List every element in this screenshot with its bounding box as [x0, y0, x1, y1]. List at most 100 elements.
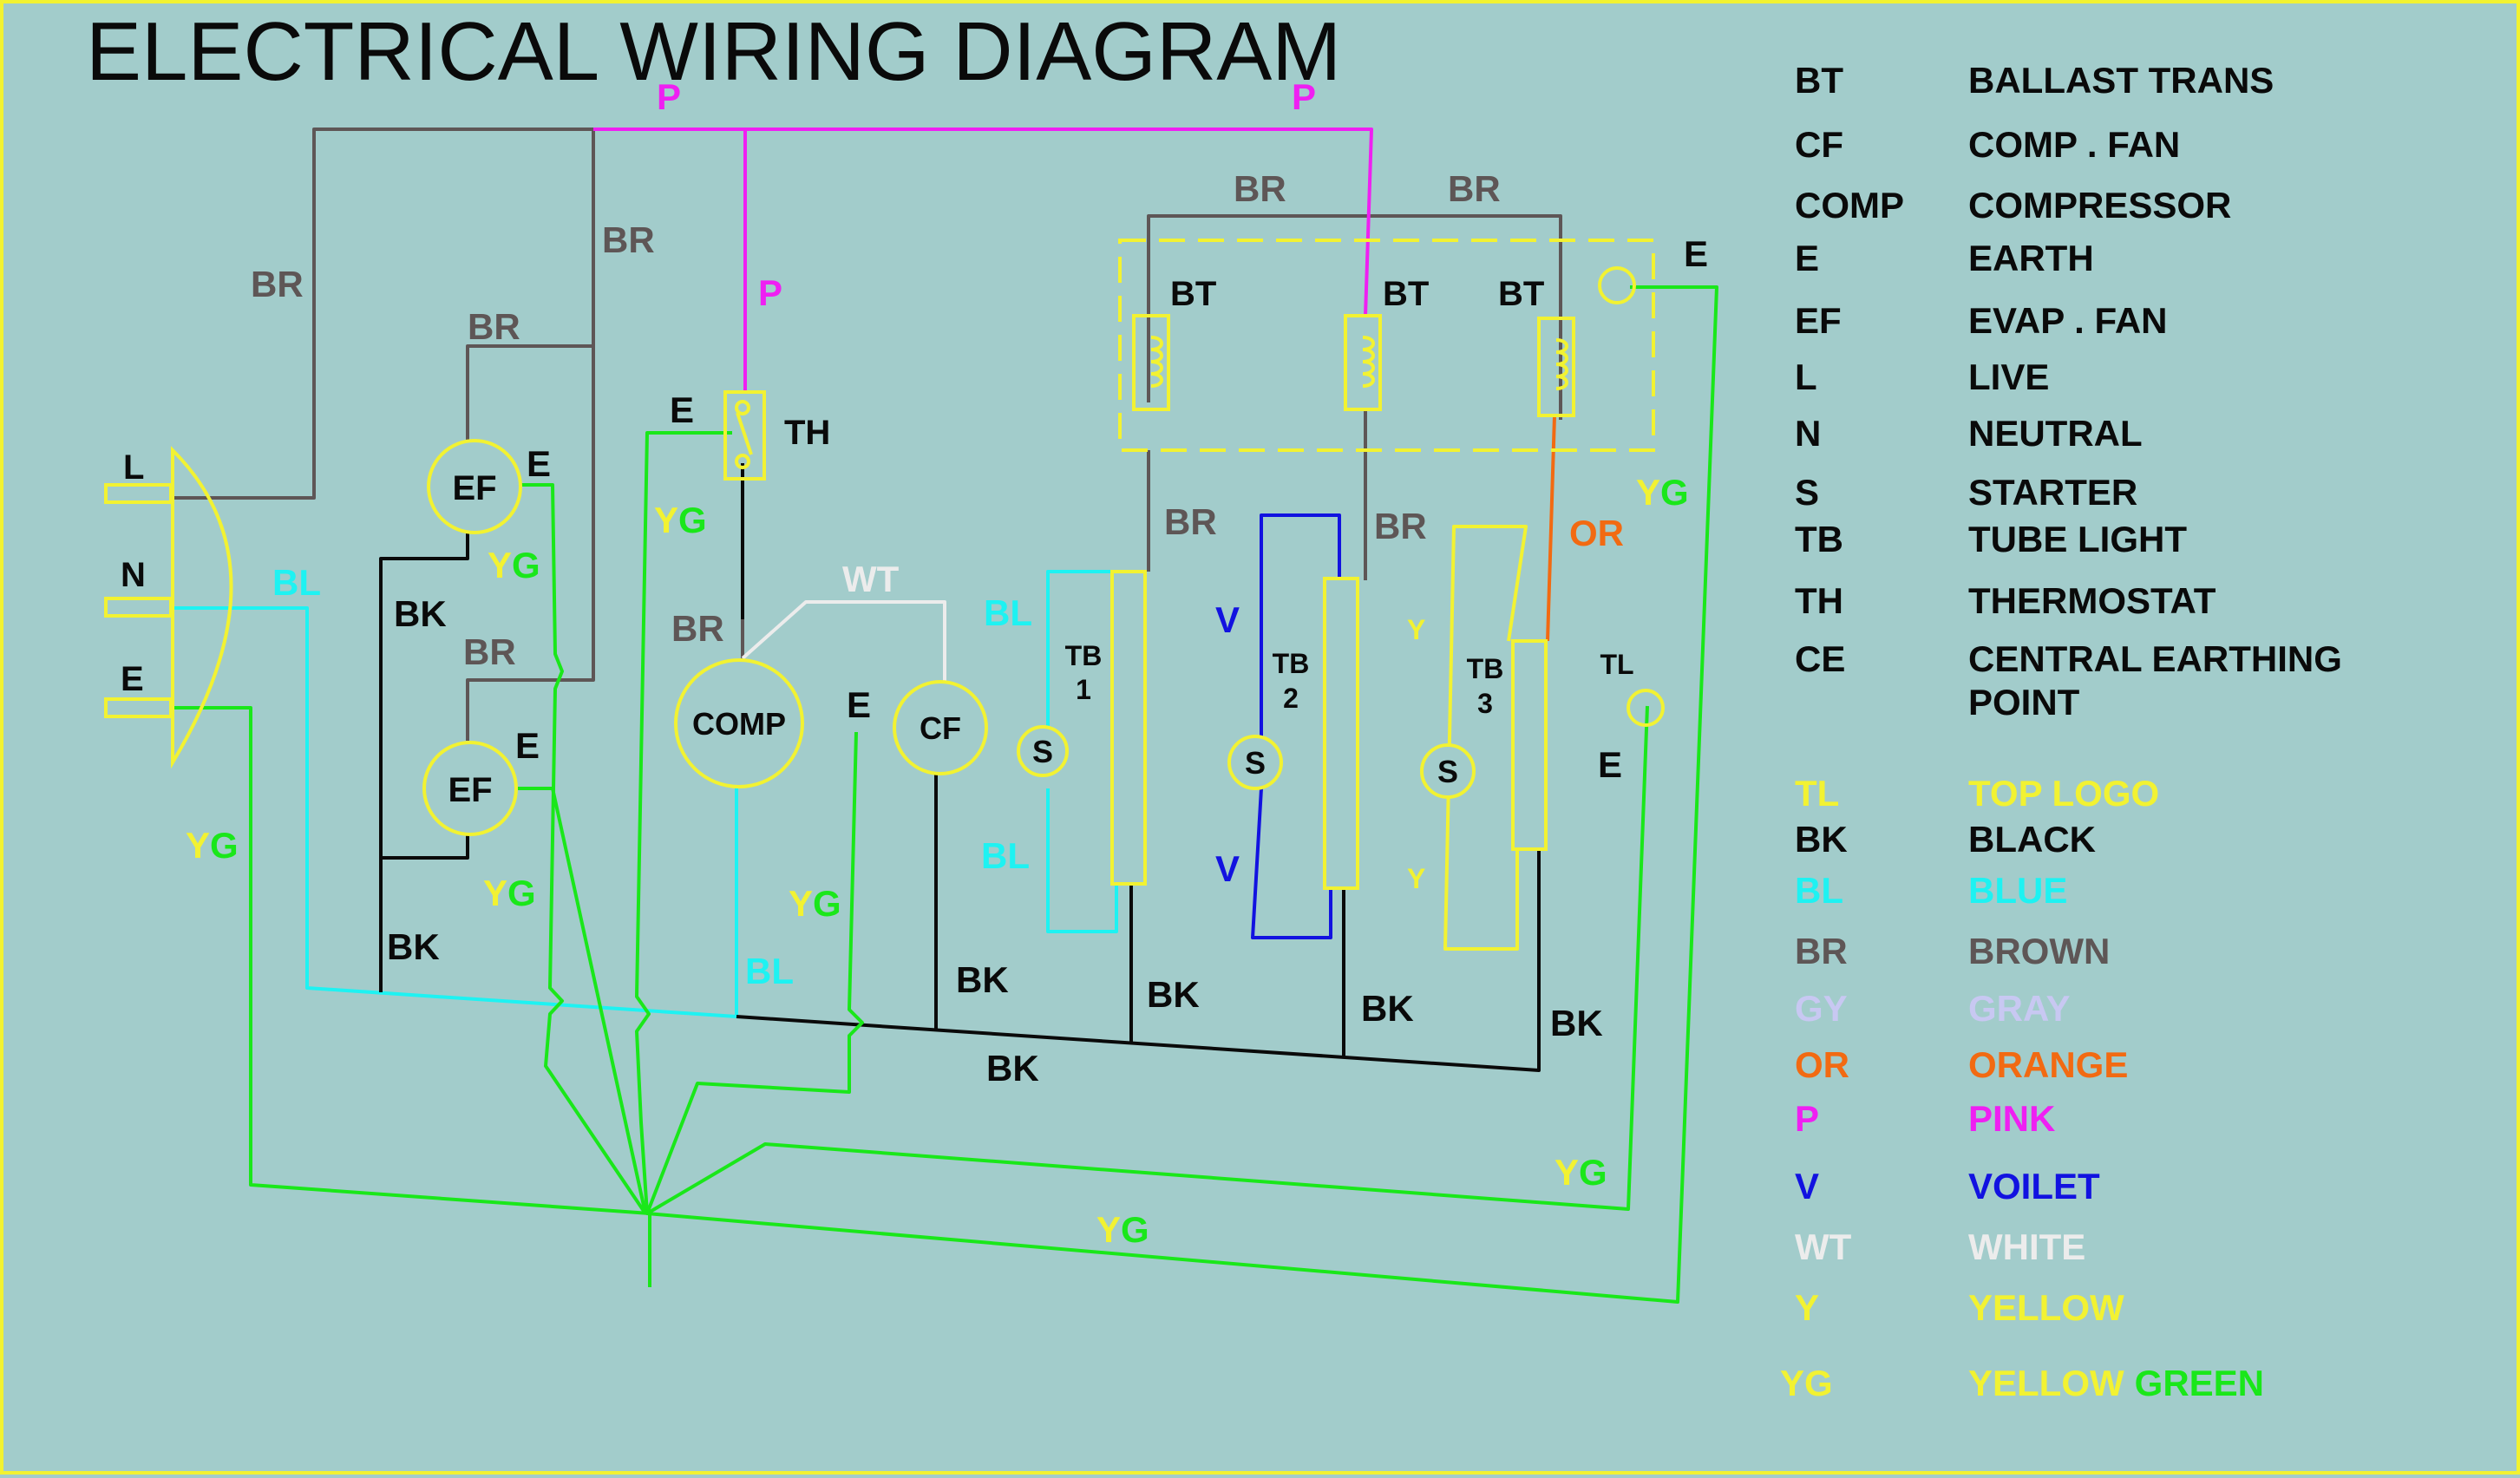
- color-legend-desc: YELLOW: [1968, 1287, 2124, 1328]
- ballast-1-coil: [1150, 336, 1163, 388]
- page-title: ELECTRICAL WIRING DIAGRAM: [86, 5, 1341, 98]
- tb2-label-a: TB: [1273, 648, 1310, 679]
- tube-light-3: [1511, 639, 1548, 851]
- brown-wire-bt: [1147, 214, 1562, 420]
- label-y-1: Y: [1407, 614, 1425, 645]
- wiring-diagram: ELECTRICAL WIRING DIAGRAM: [86, 5, 2342, 1403]
- thermostat: [723, 390, 766, 481]
- label-yg-ef2: YG: [483, 873, 536, 913]
- legend-code: TB: [1795, 519, 1843, 559]
- label-bl-tb1-top: BL: [984, 592, 1032, 633]
- legend-desc: TUBE LIGHT: [1968, 519, 2187, 559]
- green-wire-ef2: [518, 787, 647, 1214]
- green-wire-ce: [646, 285, 1718, 1304]
- legend-desc: CENTRAL EARTHING: [1968, 638, 2342, 679]
- top-logo-lamp: [1627, 689, 1665, 727]
- label-bk-tb1: BK: [1147, 974, 1200, 1015]
- ef2-label: EF: [448, 771, 492, 809]
- legend-desc: COMPRESSOR: [1968, 185, 2231, 226]
- ballast-3: [1537, 317, 1575, 417]
- label-wt: WT: [842, 559, 900, 599]
- color-legend-desc: PINK: [1968, 1098, 2055, 1139]
- wires: [173, 128, 1718, 1304]
- tube-lights: [1110, 570, 1548, 890]
- label-yg-ef1: YG: [488, 545, 540, 585]
- label-yg-right: YG: [1636, 472, 1689, 513]
- legend-desc: NEUTRAL: [1968, 413, 2143, 454]
- legend-code: L: [1795, 356, 1817, 397]
- black-wire-ef1: [379, 524, 469, 992]
- green-wire-th: [635, 431, 732, 1214]
- plug-body: [171, 446, 233, 769]
- tube-light-1: [1110, 570, 1147, 886]
- motors: [422, 439, 988, 836]
- label-yg-bottom-1: YG: [1555, 1152, 1607, 1193]
- starter-2: [1227, 735, 1283, 790]
- label-yg-bottom-2-y: Y: [1096, 1209, 1121, 1250]
- legend-code: EF: [1795, 300, 1842, 341]
- label-yg-plug-y: Y: [186, 825, 210, 866]
- legend-desc: THERMOSTAT: [1968, 580, 2216, 621]
- legend-code: CE: [1795, 638, 1845, 679]
- plug-label-n: N: [121, 556, 146, 594]
- color-legend-code: V: [1795, 1166, 1819, 1207]
- starter-3: [1420, 743, 1476, 799]
- pink-wire-bt: [593, 128, 1373, 317]
- label-br-mid: BR: [602, 219, 655, 260]
- plug-pin-l: [104, 483, 173, 504]
- legend-code: S: [1795, 472, 1819, 513]
- cf-label: CF: [920, 710, 961, 746]
- legend-desc: STARTER: [1968, 472, 2137, 513]
- label-yg-ef2-g: G: [507, 873, 536, 913]
- color-legend-desc: BROWN: [1968, 931, 2110, 971]
- color-legend-code: TL: [1795, 773, 1839, 814]
- comp-fan: [893, 680, 988, 775]
- tb2-label-b: 2: [1283, 683, 1299, 714]
- legend-desc-cont: POINT: [1968, 682, 2080, 723]
- color-legend-code-yg: YG: [1780, 1363, 1833, 1403]
- s3-label: S: [1437, 754, 1458, 789]
- compressor: [674, 658, 804, 788]
- label-p-top-1: P: [657, 76, 681, 117]
- label-br-tb1: BR: [1164, 501, 1217, 542]
- label-bk-bottom: BK: [986, 1048, 1039, 1089]
- green-wire-cf: [645, 705, 1649, 1215]
- label-yg-plug: YG: [186, 825, 239, 866]
- label-yg-cf-g: G: [813, 883, 841, 924]
- label-e-ef1: E: [527, 443, 551, 484]
- color-legend-desc: TOP LOGO: [1968, 773, 2159, 814]
- label-v-1: V: [1215, 599, 1240, 640]
- legend-desc: BALLAST TRANS: [1968, 60, 2274, 101]
- label-yg-bottom-2-g: G: [1121, 1209, 1149, 1250]
- white-wire: [741, 600, 946, 684]
- label-yg-ef1-y: Y: [488, 545, 512, 585]
- label-br-bt-1: BR: [1234, 168, 1286, 209]
- starter-1: [1017, 725, 1069, 777]
- label-br-comp: BR: [671, 608, 724, 649]
- tb3-label-b: 3: [1477, 688, 1493, 719]
- label-yg-right-y: Y: [1636, 472, 1660, 513]
- legend-code: BT: [1795, 60, 1843, 101]
- ballast-3-coil: [1555, 338, 1568, 390]
- label-yg-right-g: G: [1660, 472, 1689, 513]
- violet-wire-top: [1260, 513, 1341, 762]
- color-legend-desc: WHITE: [1968, 1226, 2085, 1267]
- blue-wire-tb1-top: [1046, 570, 1116, 762]
- s1-label: S: [1032, 734, 1053, 769]
- legend-code: E: [1795, 238, 1819, 278]
- th-label: TH: [784, 414, 830, 452]
- color-legend-code: Y: [1795, 1287, 1819, 1328]
- plug-pin-e: [104, 697, 173, 718]
- label-yg-th-y: Y: [654, 500, 678, 540]
- thermostat-switch: [736, 412, 753, 455]
- label-yg-bottom-2: YG: [1096, 1209, 1149, 1250]
- thermostat-box: [723, 390, 766, 481]
- color-legend-code: OR: [1795, 1044, 1849, 1085]
- label-v-2: V: [1215, 848, 1240, 889]
- color-legend-code: WT: [1795, 1226, 1852, 1267]
- label-br-tb2: BR: [1374, 506, 1427, 546]
- label-yg-th: YG: [654, 500, 707, 540]
- label-yg-ef1-g: G: [512, 545, 540, 585]
- label-e-ef2: E: [515, 725, 540, 766]
- black-wire-ef2: [381, 827, 469, 860]
